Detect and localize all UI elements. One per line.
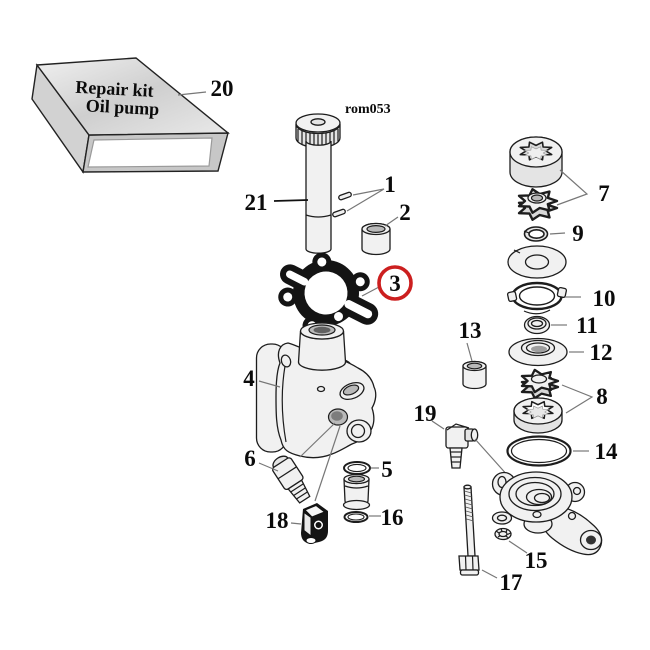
callout-5: 5 [381,457,393,482]
pump-cover [491,471,603,556]
kit-box-title-line1: Repair kit [75,77,154,101]
callout-8: 8 [596,384,608,409]
elbow-fitting: 19 [414,401,510,478]
callout-11: 11 [576,313,598,338]
callout-15: 15 [525,548,548,573]
callout-6: 6 [244,446,256,471]
callout-4: 4 [243,366,255,391]
seal-washer: 12 [508,337,613,367]
thrust-washer [507,245,567,279]
cover-bolt: 17 [458,484,523,595]
mounting-clamp: 18 [266,503,328,544]
cover-bushing: 13 [459,318,487,390]
callout-13: 13 [459,318,482,343]
highlight-circle [377,265,413,301]
inlet-fitting: 6 [244,446,311,504]
callout-7: 7 [598,181,610,206]
callout-19: 19 [414,401,437,426]
callout-18: 18 [266,508,289,533]
kit-box-title-line2: Oil pump [85,95,159,119]
callout-17: 17 [500,570,523,595]
callout-21: 21 [245,190,268,215]
oil-seal: 11 [523,313,598,338]
dowel-pins: 1 [332,172,396,218]
callout-1: 1 [384,172,396,197]
check-valve-oring-bottom: 16 [343,505,404,530]
callout-16: 16 [381,505,404,530]
callout-20: 20 [211,76,234,101]
washer-set: 15 [491,511,548,573]
callout-14: 14 [595,439,619,464]
oil-pump-gasket: 3 [278,252,413,336]
cover-oring: 14 [506,435,619,467]
idler-bushing: 2 [361,200,411,256]
callout-10: 10 [593,286,616,311]
pump-body: 4 [243,322,377,502]
gerotor-set-upper: 7 [509,136,610,221]
drawing-code: rom053 [345,102,391,117]
retaining-ring: 10 [506,281,616,315]
callout-3: 3 [389,271,401,296]
callout-12: 12 [590,340,613,365]
drive-gear-shaft: 21 [245,113,341,254]
callout-9: 9 [572,221,584,246]
repair-kit-box: Repair kit Oil pump 20 [31,57,234,174]
gerotor-set-lower: 8 [513,368,608,434]
snap-ring: 9 [523,221,584,246]
callout-2: 2 [399,200,411,225]
check-valve-plunger [342,473,371,511]
